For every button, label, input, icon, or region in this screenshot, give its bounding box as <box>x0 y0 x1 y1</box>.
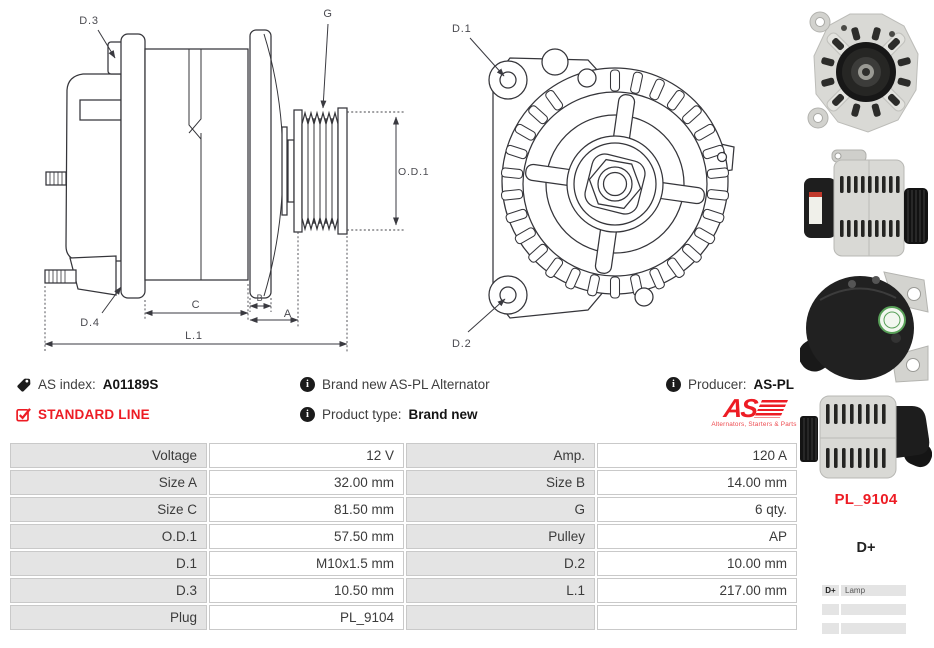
spec-label: Plug <box>10 605 207 630</box>
check-square-icon <box>16 408 31 422</box>
label-l1: L.1 <box>185 330 203 342</box>
spec-label: D.3 <box>10 578 207 603</box>
spec-value: 12 V <box>209 443 404 468</box>
spec-label: Size B <box>406 470 595 495</box>
standard-line-row: STANDARD LINE <box>16 407 150 422</box>
product-type-label: Product type: <box>322 407 402 422</box>
product-type-row: i Product type: Brand new <box>300 407 478 422</box>
info-icon: i <box>666 377 681 392</box>
producer-label: Producer: <box>688 377 747 392</box>
front-view-drawing: D.1 D.2 <box>452 23 735 350</box>
alternator-side-pulley-left-photo <box>798 392 934 484</box>
label-d4: D.4 <box>80 317 100 329</box>
spec-label: D.1 <box>10 551 207 576</box>
standard-line-label: STANDARD LINE <box>38 407 150 422</box>
alternator-side-outline <box>44 29 348 299</box>
lamp-cell: Lamp <box>841 585 906 596</box>
label-d3: D.3 <box>79 15 99 27</box>
dimension-labels: D.3 D.4 C B A L.1 G O.D.1 <box>79 8 429 342</box>
as-pl-logo: AS Alternators, Starters & Parts <box>710 393 798 428</box>
producer-value: AS-PL <box>753 377 795 392</box>
product-type-value: Brand new <box>408 407 478 422</box>
label-a: A <box>284 308 292 320</box>
label-b: B <box>257 293 264 303</box>
spec-label: Amp. <box>406 443 595 468</box>
spec-label <box>406 605 595 630</box>
logo-word: AS <box>722 393 758 423</box>
as-index-label: AS index: <box>38 377 96 392</box>
spec-value: 81.50 mm <box>209 497 404 522</box>
label-d2: D.2 <box>452 338 472 350</box>
spec-value: 10.00 mm <box>597 551 797 576</box>
spec-label: Size A <box>10 470 207 495</box>
alternator-side-photo <box>798 148 934 264</box>
spec-value: PL_9104 <box>209 605 404 630</box>
spec-value: 32.00 mm <box>209 470 404 495</box>
terminal-code: D+ <box>856 540 876 556</box>
logo-tagline: Alternators, Starters & Parts <box>711 421 797 428</box>
spec-value: AP <box>597 524 797 549</box>
tag-icon <box>17 378 31 392</box>
spec-value: 14.00 mm <box>597 470 797 495</box>
terminal-lamp-table: D+ Lamp <box>822 585 906 634</box>
spec-label: Pulley <box>406 524 595 549</box>
producer-row: i Producer: AS-PL <box>666 377 794 392</box>
spec-value: 10.50 mm <box>209 578 404 603</box>
spec-label: Size C <box>10 497 207 522</box>
dimension-lines <box>44 23 399 347</box>
spec-value: 217.00 mm <box>597 578 797 603</box>
spec-value: 6 qty. <box>597 497 797 522</box>
lamp-cell: D+ <box>822 585 839 596</box>
label-c: C <box>192 299 201 311</box>
lamp-cell <box>841 604 906 615</box>
logo-stripes-icon <box>754 400 789 418</box>
spec-value: 120 A <box>597 443 797 468</box>
spec-value <box>597 605 797 630</box>
spec-table: Voltage 12 V Amp. 120 A Size A 32.00 mm … <box>10 443 797 630</box>
brand-new-text: Brand new AS-PL Alternator <box>322 377 490 392</box>
brand-new-row: i Brand new AS-PL Alternator <box>300 377 490 392</box>
alternator-front-outline <box>488 48 735 319</box>
spec-value: M10x1.5 mm <box>209 551 404 576</box>
spec-label: L.1 <box>406 578 595 603</box>
info-icon: i <box>300 407 315 422</box>
spec-value: 57.50 mm <box>209 524 404 549</box>
as-index-value: A01189S <box>102 377 159 392</box>
spec-label: D.2 <box>406 551 595 576</box>
as-index-row: AS index: A01189S <box>16 377 158 392</box>
spec-label: G <box>406 497 595 522</box>
dimension-lines <box>467 37 506 333</box>
spec-label: O.D.1 <box>10 524 207 549</box>
alternator-front-photo <box>798 4 934 140</box>
lamp-cell <box>822 604 839 615</box>
label-g: G <box>323 8 332 20</box>
side-view-drawing: D.3 D.4 C B A L.1 G O.D.1 <box>44 8 429 352</box>
dimension-labels: D.1 D.2 <box>452 23 472 350</box>
label-d1: D.1 <box>452 23 472 35</box>
info-icon: i <box>300 377 315 392</box>
label-od1: O.D.1 <box>398 166 429 178</box>
alternator-rear-cover-photo <box>798 268 934 394</box>
spec-label: Voltage <box>10 443 207 468</box>
product-photos <box>798 0 934 648</box>
lamp-cell <box>841 623 906 634</box>
plug-code: PL_9104 <box>834 491 898 508</box>
lamp-cell <box>822 623 839 634</box>
